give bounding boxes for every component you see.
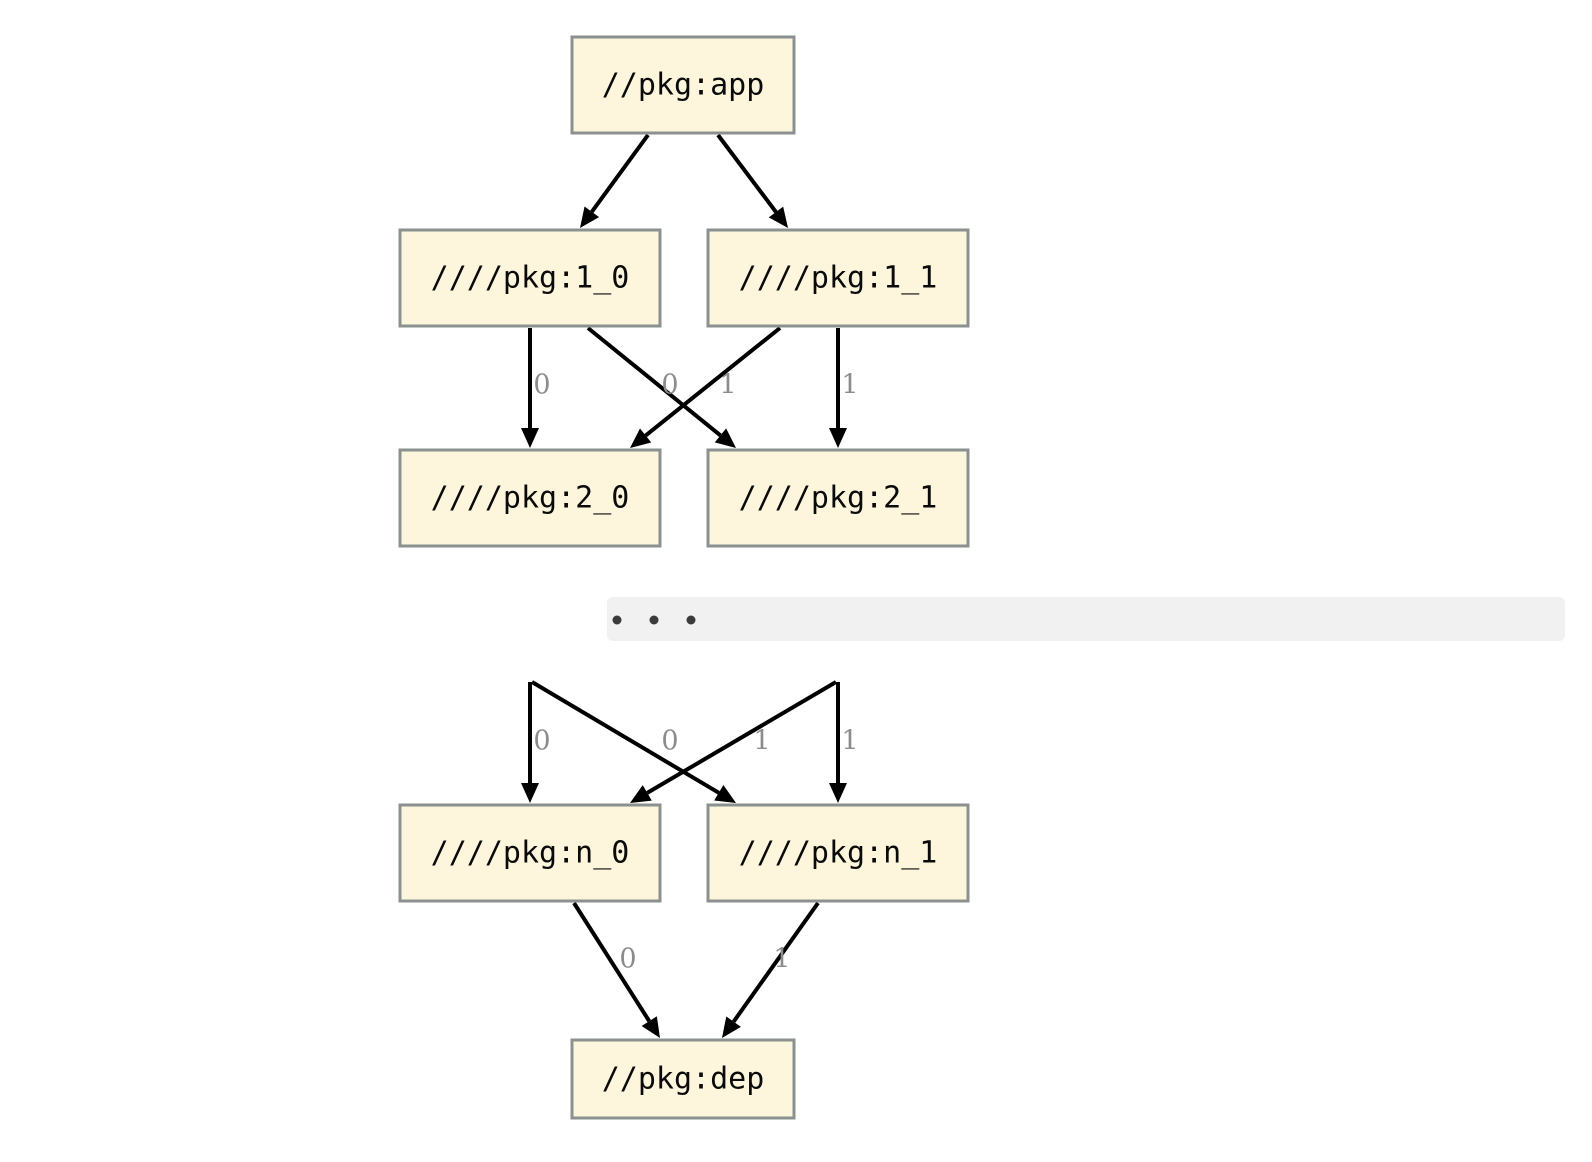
- ellipsis-dot: [686, 615, 696, 625]
- graph-node-box[interactable]: [570, 35, 796, 135]
- graph-node[interactable]: ////pkg:n_0: [398, 803, 662, 903]
- graph-node-label: ////pkg:2_1: [739, 481, 938, 516]
- graph-node[interactable]: //pkg:app: [570, 35, 796, 135]
- ellipsis-dot: [649, 615, 659, 625]
- graph-edge-arrowhead: [829, 428, 847, 448]
- graph-node[interactable]: ////pkg:1_0: [398, 228, 662, 328]
- graph-edge: [586, 326, 722, 437]
- graph-node-label: ////pkg:n_0: [431, 836, 630, 871]
- graph-node-box[interactable]: [706, 228, 970, 328]
- graph-node[interactable]: ////pkg:2_1: [706, 448, 970, 548]
- graph-edge-label: 0: [619, 944, 636, 975]
- graph-node-label: //pkg:app: [602, 68, 765, 103]
- graph-node-label: ////pkg:2_0: [431, 481, 630, 516]
- graph-node-box[interactable]: [570, 1038, 796, 1120]
- graph-edge: [731, 901, 820, 1023]
- graph-node-label: ////pkg:n_1: [739, 836, 938, 871]
- graph-node[interactable]: //pkg:dep: [570, 1038, 796, 1120]
- graph-edge-label: 1: [719, 370, 736, 401]
- graph-edge-label: 1: [841, 726, 858, 757]
- graph-edge-label: 1: [841, 370, 858, 401]
- ellipsis-dot: [612, 615, 622, 625]
- graph-node-box[interactable]: [706, 803, 970, 903]
- graph-node-box[interactable]: [398, 228, 662, 328]
- graph-edge: [530, 680, 720, 795]
- graph-edge-arrowhead: [521, 783, 539, 803]
- graph-edge-arrowhead: [521, 428, 539, 448]
- graph-edge-label: 1: [753, 726, 770, 757]
- graph-edge-arrowhead: [641, 1016, 660, 1038]
- graph-node[interactable]: ////pkg:1_1: [706, 228, 970, 328]
- graph-node[interactable]: ////pkg:n_1: [706, 803, 970, 903]
- graph-edge-label: 0: [533, 370, 550, 401]
- graph-edge: [644, 326, 782, 438]
- graph-edge-label: 0: [533, 726, 550, 757]
- graph-edge-arrowhead: [714, 428, 736, 448]
- graph-edge-arrowhead: [714, 785, 736, 803]
- ellipsis-band-layer: [607, 597, 1565, 641]
- graph-edge-arrowhead: [722, 1016, 741, 1038]
- graph-node[interactable]: ////pkg:2_0: [398, 448, 662, 548]
- nodes-layer: //pkg:app ////pkg:1_0 ////pkg:1_1 ////pkg:2…: [398, 35, 970, 1120]
- graph-node-box[interactable]: [398, 448, 662, 548]
- graph-edge-arrowhead: [630, 428, 652, 448]
- graph-edge: [716, 133, 778, 214]
- graph-edge-arrowhead: [768, 206, 788, 228]
- graph-edge: [572, 901, 651, 1023]
- graph-edge-label: 0: [661, 370, 678, 401]
- graph-edge: [646, 680, 838, 795]
- graph-node-label: //pkg:dep: [602, 1062, 765, 1097]
- graph-node-box[interactable]: [398, 803, 662, 903]
- graph-edge: [590, 133, 650, 214]
- edge-labels-layer: 0 0 1 1 0 0 1 1 0 1: [533, 370, 858, 975]
- graph-node-box[interactable]: [706, 448, 970, 548]
- graph-edge-arrowhead: [580, 206, 600, 228]
- graph-node-label: ////pkg:1_1: [739, 261, 938, 296]
- edges-layer: [521, 133, 847, 1038]
- graph-edge-arrowhead: [829, 783, 847, 803]
- graph-edge-label: 0: [661, 726, 678, 757]
- graph-edge-arrowhead: [630, 785, 652, 803]
- graph-node-label: ////pkg:1_0: [431, 261, 630, 296]
- graph-edge-label: 1: [773, 944, 790, 975]
- ellipsis-band: [607, 597, 1565, 641]
